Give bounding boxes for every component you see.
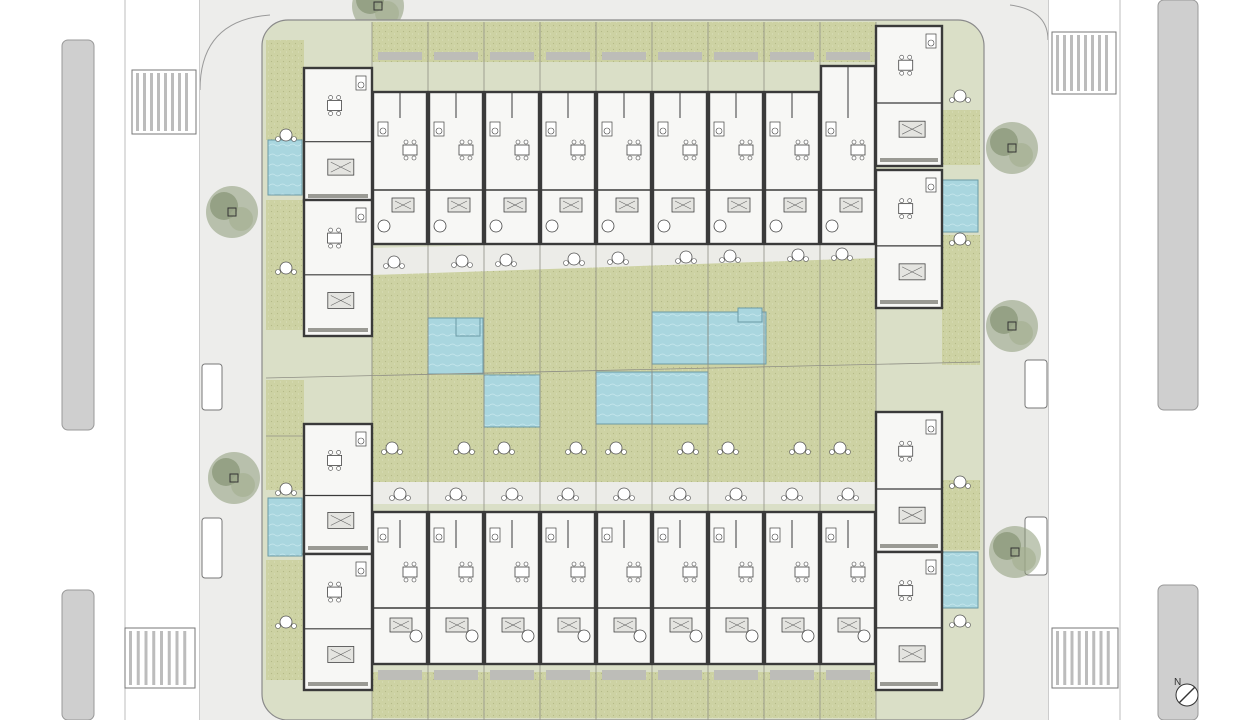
townhouse-south <box>371 441 429 680</box>
tree-icon <box>986 300 1038 352</box>
residential-units <box>275 24 971 692</box>
pool <box>941 551 979 609</box>
townhouse-south <box>427 441 485 680</box>
tree-icon <box>208 452 260 504</box>
corner-unit <box>275 198 374 338</box>
townhouse-south <box>539 441 597 680</box>
townhouse-north <box>763 52 821 262</box>
pool <box>267 139 303 196</box>
townhouse-north <box>483 52 541 267</box>
townhouse-north <box>371 52 429 269</box>
townhouse-south <box>707 441 765 680</box>
west-road-median <box>61 39 95 431</box>
corner-unit <box>275 66 374 204</box>
pools <box>267 139 979 609</box>
street-trees <box>206 0 1041 578</box>
townhouse-north <box>819 52 877 261</box>
pool <box>737 307 763 323</box>
east-road <box>1047 0 1240 720</box>
pool <box>941 179 979 233</box>
corner-unit <box>874 168 971 310</box>
townhouse-south <box>763 441 821 680</box>
north-label: N <box>1174 677 1181 688</box>
curb-ne <box>1009 4 1049 41</box>
corner-unit <box>874 24 971 168</box>
townhouse-south <box>819 441 877 680</box>
crosswalk-stripes <box>129 35 1110 685</box>
townhouse-south <box>651 441 709 680</box>
east-road-median <box>1157 0 1199 411</box>
townhouse-north <box>651 52 709 264</box>
corner-unit <box>874 410 971 554</box>
pool <box>651 311 711 365</box>
pool <box>483 374 541 428</box>
pool <box>595 371 653 425</box>
corner-unit <box>874 550 971 692</box>
corner-unit <box>275 552 374 692</box>
curb-nw <box>199 14 271 91</box>
tree-icon <box>206 186 258 238</box>
townhouse-south <box>595 441 653 680</box>
pool <box>267 497 303 557</box>
pool <box>651 371 709 425</box>
tree-icon <box>986 122 1038 174</box>
tree-icon <box>989 526 1041 578</box>
townhouse-south <box>483 441 541 680</box>
north-arrow-icon: N <box>1174 677 1199 707</box>
townhouse-north <box>539 52 597 266</box>
townhouse-north <box>707 52 765 263</box>
corner-unit <box>275 422 374 556</box>
townhouse-north <box>595 52 653 265</box>
west-road-median-south <box>61 589 95 720</box>
pool <box>455 317 481 337</box>
townhouse-north <box>427 52 485 268</box>
